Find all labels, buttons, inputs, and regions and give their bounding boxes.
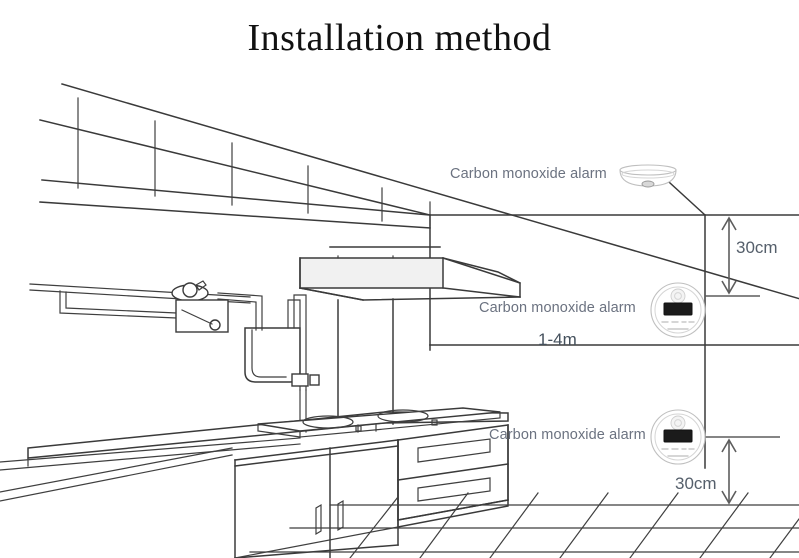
label-wall-alarm-lower: Carbon monoxide alarm [489,427,646,443]
drawer-unit [234,424,509,558]
gas-cooktop [257,407,501,438]
range-hood [299,246,522,425]
dimension-label-upper-30cm: 30cm [736,238,778,257]
ceiling-panels [39,83,799,300]
label-ceiling-alarm: Carbon monoxide alarm [450,166,607,182]
dimension-label-1-4m: 1-4m [538,330,577,349]
wall-detector-upper-icon[interactable] [650,282,706,338]
gas-pipe-and-heater [29,280,320,433]
ceiling-detector-icon[interactable] [619,164,677,188]
label-wall-alarm-upper: Carbon monoxide alarm [479,300,636,316]
dimension-30cm-lower [705,436,780,505]
wall-detector-lower-icon[interactable] [650,409,706,465]
cabinet-doors [234,439,399,558]
dimension-30cm-upper [705,214,799,297]
page-title: Installation method [247,17,552,59]
floor-tiles [249,492,799,558]
dimension-label-lower-30cm: 30cm [675,474,717,493]
wall-corner-lines [429,170,799,469]
